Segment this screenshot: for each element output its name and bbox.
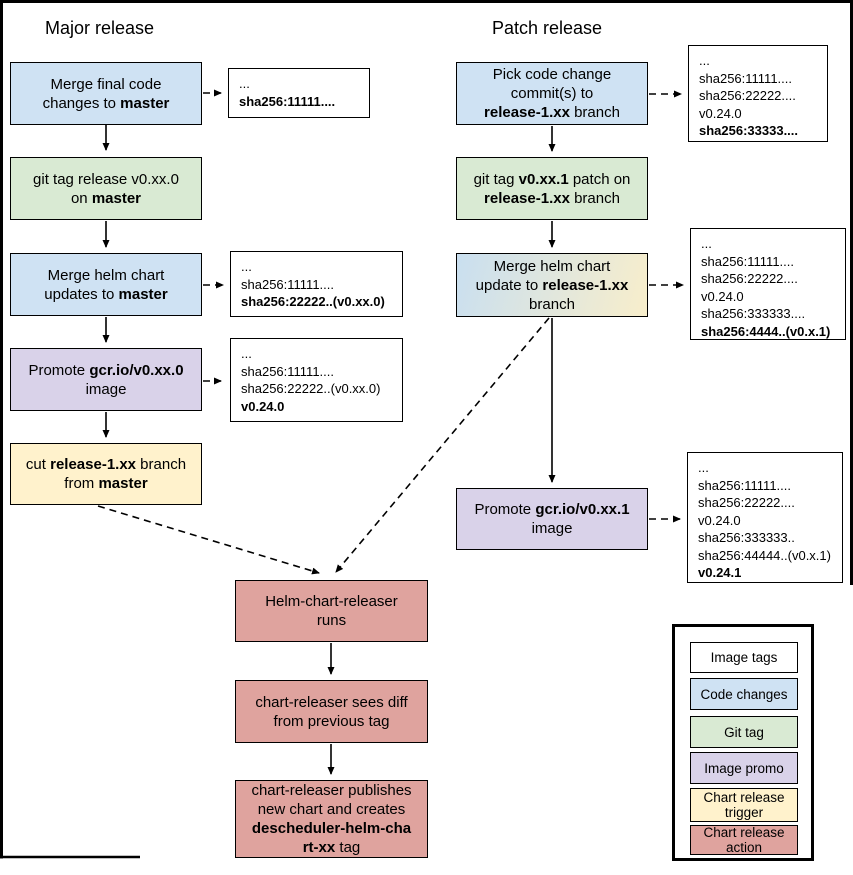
legend-item-git-tag: Git tag — [690, 716, 798, 748]
node-releaser-runs: Helm-chart-releaser runs — [235, 580, 428, 642]
node-releaser-publish: chart-releaser publishes new chart and c… — [235, 780, 428, 858]
node-patch-merge-helm: Merge helm chart update to release-1.xx … — [456, 253, 648, 317]
node-major-git-tag: git tag release v0.xx.0 on master — [10, 157, 202, 220]
legend-item-image-tags: Image tags — [690, 642, 798, 673]
node-patch-promote: Promote gcr.io/v0.xx.1 image — [456, 488, 648, 550]
node-patch-pick-commits: Pick code change commit(s) to release-1.… — [456, 62, 648, 125]
dashed-arrow-cut-branch-to-releaser — [97, 505, 320, 575]
annotation-major-code-tags: ...sha256:11111.... — [228, 68, 370, 118]
node-major-promote: Promote gcr.io/v0.xx.0 image — [10, 348, 202, 411]
node-patch-git-tag: git tag v0.xx.1 patch on release-1.xx br… — [456, 157, 648, 220]
node-major-merge-helm: Merge helm chart updates to master — [10, 253, 202, 316]
node-major-merge-code: Merge final code changes to master — [10, 62, 202, 125]
annotation-major-promo-tags: ...sha256:11111....sha256:22222..(v0.xx.… — [230, 338, 403, 422]
annotation-patch-promo-tags: ...sha256:11111....sha256:22222....v0.24… — [687, 452, 843, 583]
node-releaser-diff: chart-releaser sees diff from previous t… — [235, 680, 428, 743]
node-major-cut-branch: cut release-1.xx branch from master — [10, 443, 202, 505]
patch-release-title: Patch release — [492, 18, 603, 38]
legend: Image tags Code changes Git tag Image pr… — [672, 624, 814, 861]
legend-item-image-promo: Image promo — [690, 752, 798, 784]
annotation-patch-helm-tags: ...sha256:11111....sha256:22222....v0.24… — [690, 228, 846, 340]
major-release-title: Major release — [45, 18, 155, 38]
legend-item-code-changes: Code changes — [690, 678, 798, 710]
legend-item-chart-trigger: Chart release trigger — [690, 788, 798, 822]
annotation-major-helm-tags: ...sha256:11111....sha256:22222..(v0.xx.… — [230, 251, 403, 317]
legend-item-chart-action: Chart release action — [690, 825, 798, 855]
annotation-patch-code-tags: ...sha256:11111....sha256:22222....v0.24… — [688, 45, 828, 142]
